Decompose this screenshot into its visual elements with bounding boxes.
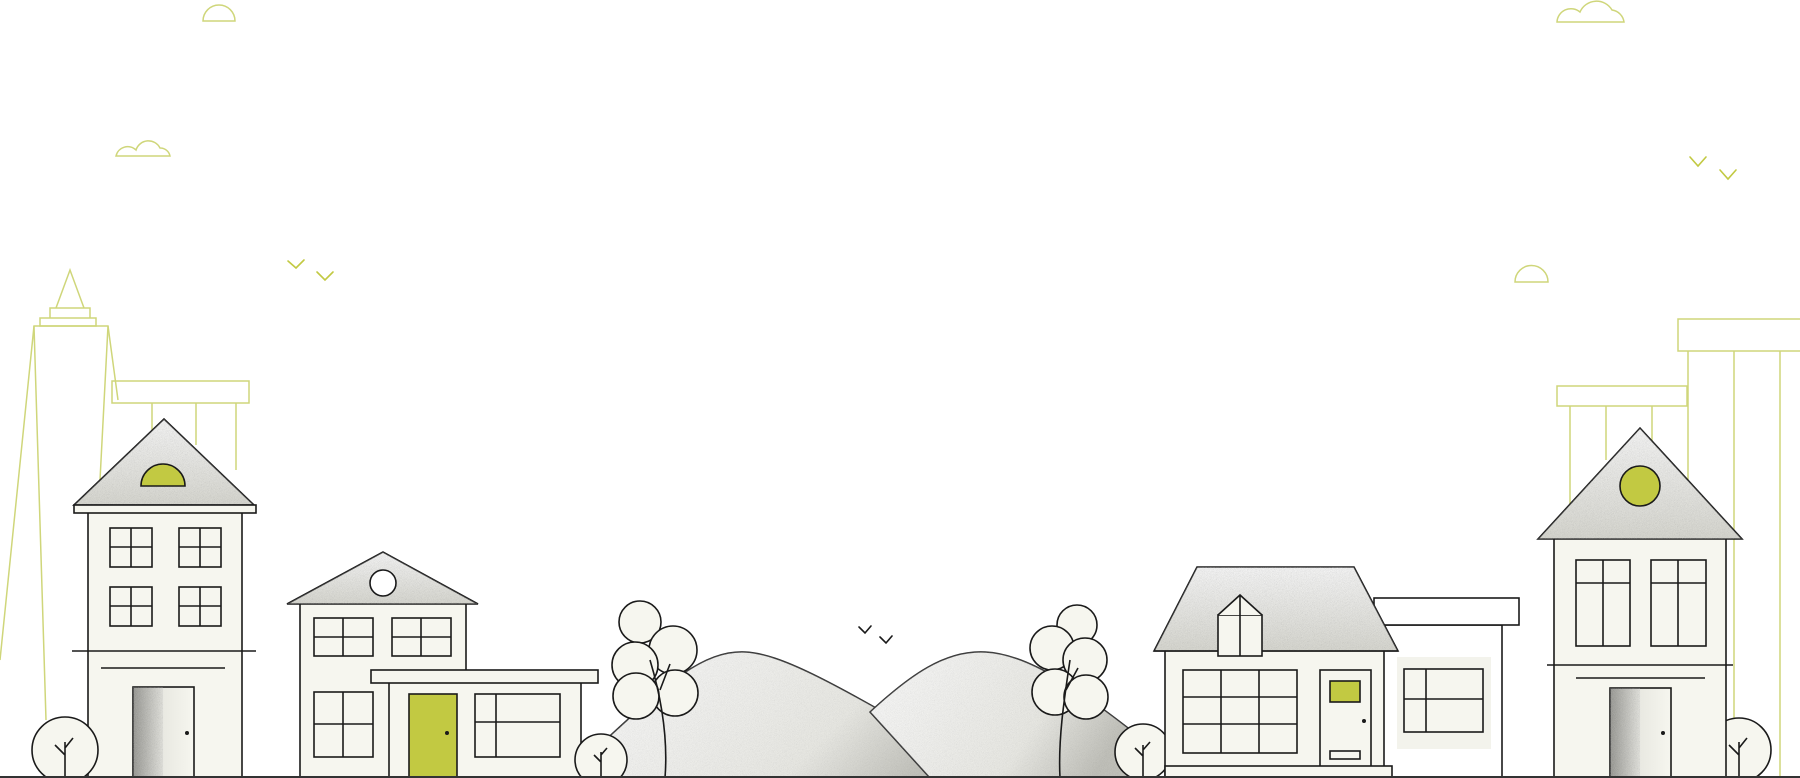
- house-roof-grain: [1154, 567, 1398, 651]
- attic-window-round: [1619, 465, 1661, 507]
- door-knob: [185, 731, 189, 735]
- door-mail-slot: [1329, 750, 1361, 760]
- bush-tree: [1114, 723, 1172, 778]
- dormer-roof: [1217, 593, 1263, 656]
- porch-step: [1164, 765, 1393, 778]
- bird-icon: [858, 625, 872, 635]
- attic-window-half-circle: [140, 463, 186, 487]
- bird-icon: [1719, 169, 1737, 181]
- columned-building-columns: [151, 403, 237, 470]
- right-tall-building-roof: [1677, 318, 1800, 352]
- skyscraper-facet: [33, 325, 109, 721]
- clouds: [115, 0, 1625, 283]
- garage-roof: [370, 669, 599, 684]
- door-knob: [1362, 719, 1366, 723]
- door-knob: [1661, 731, 1665, 735]
- house-with-garage: [286, 551, 599, 778]
- birds: [287, 156, 1737, 645]
- cloud-icon: [202, 4, 236, 22]
- window: [1182, 669, 1298, 754]
- door-knob: [445, 731, 449, 735]
- skyscraper-spire: [39, 267, 97, 327]
- bird-icon: [879, 635, 893, 645]
- cloud-tree: [1029, 604, 1109, 778]
- house-roof-grain: [74, 419, 254, 505]
- hill-left-grain: [600, 651, 1000, 778]
- house-tall-right: [1536, 426, 1744, 778]
- window: [474, 693, 561, 758]
- right-mid-building-roof: [1556, 385, 1688, 407]
- floor-ledge: [1547, 664, 1733, 679]
- window-grid: [109, 527, 222, 627]
- cloud-icon: [115, 140, 171, 157]
- background-buildings: [0, 267, 1800, 778]
- door-window: [1329, 680, 1361, 703]
- house-tall-left: [72, 417, 257, 778]
- bird-icon: [1689, 156, 1707, 168]
- annex-roof: [1373, 597, 1520, 626]
- door: [408, 693, 458, 778]
- hill-right-grain: [870, 651, 1150, 778]
- floor-ledge: [72, 650, 256, 669]
- roof-eave: [73, 504, 257, 514]
- cloud-tree: [611, 600, 699, 778]
- bird-icon: [287, 259, 305, 270]
- door-grain: [133, 687, 163, 778]
- door-grain: [1610, 688, 1640, 778]
- hills: [599, 651, 1151, 778]
- trees: [31, 600, 1772, 778]
- columned-building-roof: [111, 380, 250, 404]
- cloud-icon: [1514, 264, 1549, 283]
- cloud-icon: [1556, 0, 1625, 23]
- house-wide-dormer: [1152, 566, 1520, 778]
- window: [1403, 668, 1484, 733]
- bush-tree: [574, 733, 628, 778]
- bush-tree: [31, 716, 99, 778]
- attic-window-round: [369, 569, 397, 597]
- bird-icon: [316, 271, 334, 282]
